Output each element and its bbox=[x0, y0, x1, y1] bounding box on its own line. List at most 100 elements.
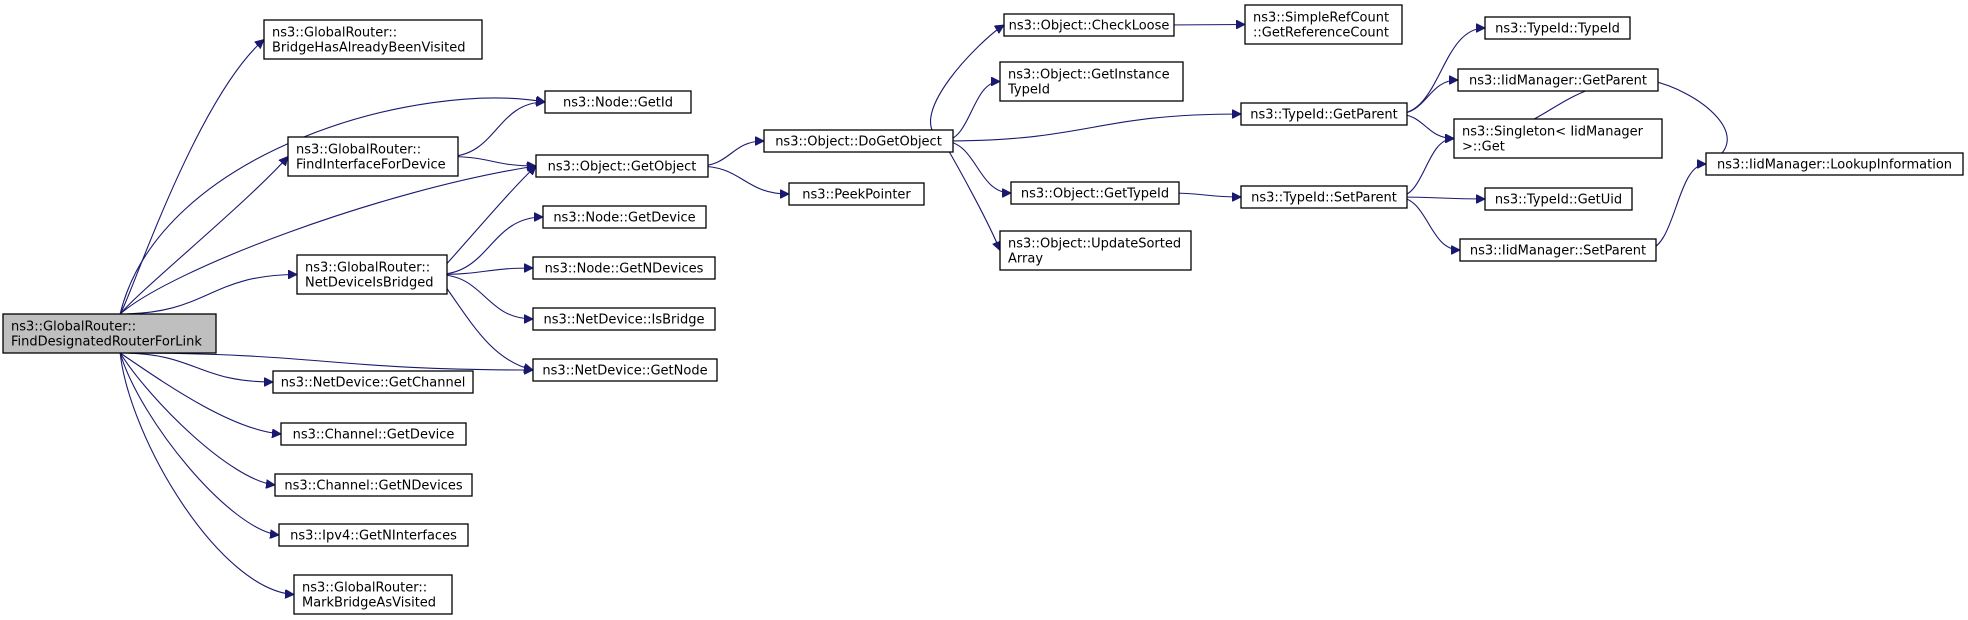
node-typeid-setparent[interactable]: ns3::TypeId::SetParent bbox=[1240, 185, 1408, 209]
node-label-line: ns3::Object::GetTypeId bbox=[1021, 187, 1169, 202]
node-box bbox=[763, 129, 954, 153]
node-ipv4-getninterfaces[interactable]: ns3::Ipv4::GetNInterfaces bbox=[278, 523, 469, 547]
node-typeid-typeid[interactable]: ns3::TypeId::TypeId bbox=[1484, 16, 1631, 40]
node-find-dr[interactable]: ns3::GlobalRouter::FindDesignatedRouterF… bbox=[2, 313, 217, 354]
edge-find_dr-to-object_getobject bbox=[119, 166, 536, 315]
node-label-line: TypeId bbox=[1007, 83, 1050, 98]
node-netdevice-getnode[interactable]: ns3::NetDevice::GetNode bbox=[532, 358, 718, 382]
node-box bbox=[544, 90, 692, 114]
node-box bbox=[1003, 13, 1175, 37]
edge-typeid_setparent-to-typeid_getuid bbox=[1396, 197, 1485, 199]
edge-find_dr-to-channel_getdevice bbox=[119, 352, 281, 434]
node-box bbox=[532, 307, 716, 331]
edge-object_getobject-to-peekpointer bbox=[697, 165, 789, 194]
node-label-line: ns3::Channel::GetDevice bbox=[293, 428, 455, 443]
node-typeid-getuid[interactable]: ns3::TypeId::GetUid bbox=[1484, 187, 1633, 211]
node-label-line: ns3::TypeId::GetUid bbox=[1495, 193, 1622, 208]
node-label-line: ns3::SimpleRefCount bbox=[1253, 11, 1389, 26]
node-channel-getdevice[interactable]: ns3::Channel::GetDevice bbox=[280, 422, 467, 446]
node-label-line: FindDesignatedRouterForLink bbox=[11, 335, 202, 350]
node-label-line: ns3::GlobalRouter:: bbox=[302, 581, 427, 596]
node-box bbox=[999, 61, 1184, 102]
node-label-line: ns3::IidManager::GetParent bbox=[1469, 74, 1647, 89]
node-label-line: ns3::NetDevice::GetNode bbox=[542, 364, 707, 379]
node-iidmanager-lookup[interactable]: ns3::IidManager::LookupInformation bbox=[1705, 152, 1964, 176]
node-singleton-get[interactable]: ns3::Singleton< IidManager>::Get bbox=[1453, 118, 1663, 159]
node-label-line: ns3::Node::GetDevice bbox=[553, 211, 695, 226]
edge-object_gettypeid-to-typeid_setparent bbox=[1168, 192, 1241, 197]
node-box bbox=[788, 182, 925, 206]
node-box bbox=[263, 19, 483, 60]
node-box bbox=[532, 358, 718, 382]
node-label-line: ns3::Ipv4::GetNInterfaces bbox=[290, 529, 457, 544]
node-netdevice-getchannel[interactable]: ns3::NetDevice::GetChannel bbox=[272, 370, 474, 394]
edge-netdev_isbridged-to-object_getobject bbox=[436, 166, 536, 275]
edge-netdev_isbridged-to-netdevice_isbridge bbox=[436, 273, 533, 320]
node-label-line: ns3::Object::GetInstance bbox=[1008, 68, 1170, 83]
node-label-line: ns3::GlobalRouter:: bbox=[296, 143, 421, 158]
node-netdev-isbridged[interactable]: ns3::GlobalRouter::NetDeviceIsBridged bbox=[296, 254, 448, 295]
node-label-line: ns3::Node::GetNDevices bbox=[545, 262, 704, 277]
node-mark-bridge[interactable]: ns3::GlobalRouter::MarkBridgeAsVisited bbox=[293, 574, 453, 615]
node-object-getobject[interactable]: ns3::Object::GetObject bbox=[535, 154, 709, 178]
edge-find_dr-to-mark_bridge bbox=[119, 352, 294, 595]
node-label-line: Array bbox=[1008, 252, 1043, 267]
node-label-line: ns3::NetDevice::IsBridge bbox=[543, 313, 704, 328]
node-label-line: ns3::GlobalRouter:: bbox=[11, 320, 136, 335]
node-simplerefcount[interactable]: ns3::SimpleRefCount::GetReferenceCount bbox=[1244, 4, 1403, 45]
node-label-line: ns3::GlobalRouter:: bbox=[305, 261, 430, 276]
node-box bbox=[1459, 238, 1657, 262]
edge-netdev_isbridged-to-node_getndevices bbox=[436, 268, 533, 276]
edge-find_iface-to-node_getid bbox=[447, 102, 545, 158]
node-node-getdevice[interactable]: ns3::Node::GetDevice bbox=[542, 205, 707, 229]
edge-layer bbox=[119, 25, 1728, 595]
node-object-dogetobject[interactable]: ns3::Object::DoGetObject bbox=[763, 129, 954, 153]
node-peekpointer[interactable]: ns3::PeekPointer bbox=[788, 182, 925, 206]
node-label-line: ns3::PeekPointer bbox=[802, 188, 911, 203]
node-object-checkloose[interactable]: ns3::Object::CheckLoose bbox=[1003, 13, 1175, 37]
node-box bbox=[278, 523, 469, 547]
node-label-line: ns3::TypeId::SetParent bbox=[1251, 191, 1397, 206]
node-bridge-visited[interactable]: ns3::GlobalRouter::BridgeHasAlreadyBeenV… bbox=[263, 19, 483, 60]
node-label-line: ns3::Object::CheckLoose bbox=[1009, 19, 1170, 34]
node-box bbox=[1240, 185, 1408, 209]
edge-netdev_isbridged-to-node_getdevice bbox=[436, 217, 543, 276]
edge-netdev_isbridged-to-netdevice_getnode bbox=[436, 274, 533, 371]
node-label-line: ns3::IidManager::LookupInformation bbox=[1717, 158, 1952, 173]
edge-object_dogetobject-to-object_updatesorted bbox=[942, 140, 1000, 251]
node-channel-getndevices[interactable]: ns3::Channel::GetNDevices bbox=[274, 473, 473, 497]
edge-typeid_getparent-to-typeid_typeid bbox=[1396, 28, 1485, 115]
node-box bbox=[999, 230, 1192, 271]
node-label-line: BridgeHasAlreadyBeenVisited bbox=[272, 41, 465, 56]
edge-find_dr-to-ipv4_getninterfaces bbox=[119, 352, 279, 535]
edge-find_dr-to-find_iface bbox=[119, 157, 288, 315]
node-label-line: ns3::Object::DoGetObject bbox=[775, 135, 942, 150]
node-box bbox=[296, 254, 448, 295]
node-label-line: ns3::Node::GetId bbox=[563, 96, 673, 111]
node-node-getid[interactable]: ns3::Node::GetId bbox=[544, 90, 692, 114]
node-box bbox=[1484, 16, 1631, 40]
node-node-getndevices[interactable]: ns3::Node::GetNDevices bbox=[532, 256, 716, 280]
node-find-iface[interactable]: ns3::GlobalRouter::FindInterfaceForDevic… bbox=[287, 136, 459, 177]
node-netdevice-isbridge[interactable]: ns3::NetDevice::IsBridge bbox=[532, 307, 716, 331]
node-box bbox=[2, 313, 217, 354]
node-box bbox=[1010, 181, 1180, 205]
node-box bbox=[535, 154, 709, 178]
node-box bbox=[542, 205, 707, 229]
node-label-line: ns3::Object::UpdateSorted bbox=[1008, 237, 1181, 252]
node-iidmanager-setparent[interactable]: ns3::IidManager::SetParent bbox=[1459, 238, 1657, 262]
node-box bbox=[1240, 102, 1408, 126]
node-box bbox=[1244, 4, 1403, 45]
node-box bbox=[532, 256, 716, 280]
node-object-gettypeid[interactable]: ns3::Object::GetTypeId bbox=[1010, 181, 1180, 205]
node-iidmanager-getparent[interactable]: ns3::IidManager::GetParent bbox=[1457, 68, 1659, 92]
node-label-line: NetDeviceIsBridged bbox=[305, 276, 434, 291]
node-box bbox=[1457, 68, 1659, 92]
node-box bbox=[287, 136, 459, 177]
node-label-line: ns3::Channel::GetNDevices bbox=[284, 479, 463, 494]
edge-object_checkloose-to-simplerefcount bbox=[1163, 25, 1245, 26]
edge-find_dr-to-bridge_visited bbox=[119, 40, 264, 315]
node-typeid-getparent[interactable]: ns3::TypeId::GetParent bbox=[1240, 102, 1408, 126]
